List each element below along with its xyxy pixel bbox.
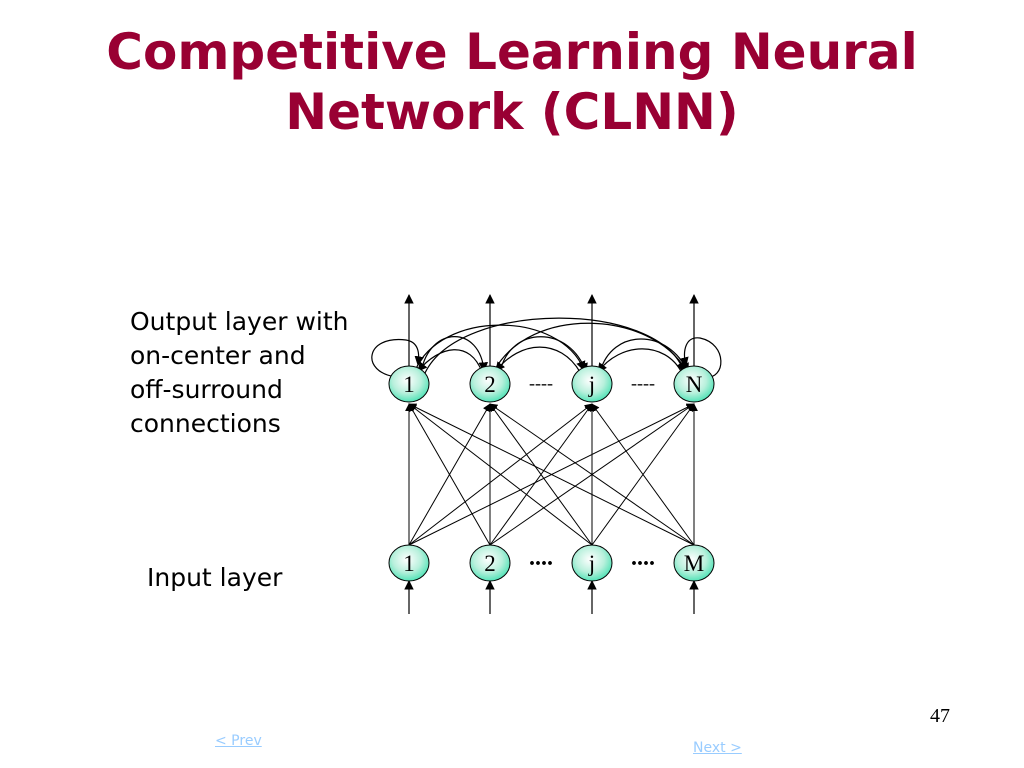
input-node-4: M xyxy=(673,544,715,582)
lateral-arc-N-j xyxy=(597,348,683,374)
lateral-arc-2-1 xyxy=(417,349,483,373)
feedforward-connections xyxy=(405,403,698,546)
lateral-arc-1-j xyxy=(414,324,586,372)
output-node-label: N xyxy=(686,372,703,397)
slide-title: Competitive Learning Neural Network (CLN… xyxy=(0,22,1024,142)
output-arrows xyxy=(404,294,699,366)
lateral-arc-2-N xyxy=(493,322,687,372)
output-node-1: 1 xyxy=(388,365,430,403)
separators: ---- ----........ xyxy=(529,373,655,571)
output-node-label: 1 xyxy=(403,372,415,397)
input-node-label: 1 xyxy=(403,551,415,576)
output-node-4: N xyxy=(673,365,715,403)
self-loop-1 xyxy=(371,339,425,378)
output-node-label: 2 xyxy=(484,372,496,397)
input-layer-label: Input layer xyxy=(147,563,283,592)
title-line-2: Network (CLNN) xyxy=(285,83,739,141)
output-node-3: j xyxy=(571,365,613,403)
output-node-2: 2 xyxy=(469,365,511,403)
connection-in3-out2 xyxy=(489,403,593,546)
output-label-line-1: Output layer with xyxy=(130,307,349,336)
input-separator-1: .... xyxy=(529,545,553,571)
connection-in2-out1 xyxy=(408,403,491,546)
lateral-arc-1-N xyxy=(424,317,686,374)
prev-link[interactable]: < Prev xyxy=(215,733,262,749)
lateral-connections xyxy=(371,317,722,378)
input-node-1: 1 xyxy=(388,544,430,582)
input-node-label: M xyxy=(684,551,704,576)
input-node-3: j xyxy=(571,544,613,582)
input-node-2: 2 xyxy=(469,544,511,582)
output-label-line-3: off-surround xyxy=(130,375,283,404)
input-arrows xyxy=(404,580,699,614)
output-label-line-4: connections xyxy=(130,409,281,438)
connection-in3-out1 xyxy=(408,403,593,546)
title-line-1: Competitive Learning Neural xyxy=(106,23,918,81)
connection-in4-out3 xyxy=(591,403,695,546)
output-node-label: j xyxy=(588,372,595,397)
output-label-line-2: on-center and xyxy=(130,341,306,370)
input-node-label: 2 xyxy=(484,551,496,576)
output-layer-label: Output layer with on-center and off-surr… xyxy=(130,305,390,441)
input-node-label: j xyxy=(588,551,595,576)
self-loop-N xyxy=(679,337,722,378)
lateral-arc-j-2 xyxy=(495,346,581,373)
page-number: 47 xyxy=(930,705,950,727)
lateral-arc-2-j xyxy=(499,336,588,373)
lateral-arc-1-2 xyxy=(420,336,489,373)
connection-in4-out2 xyxy=(489,403,695,546)
input-separator-2: .... xyxy=(631,545,655,571)
output-separator-2: ---- xyxy=(631,373,655,393)
next-link[interactable]: Next > xyxy=(693,740,742,756)
output-separator-1: ---- xyxy=(529,373,553,393)
connection-in4-out1 xyxy=(408,403,695,546)
